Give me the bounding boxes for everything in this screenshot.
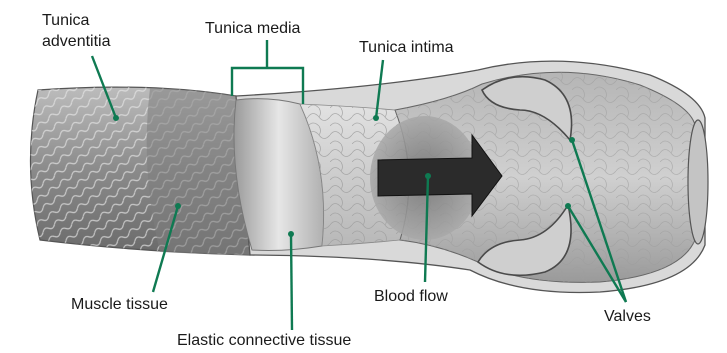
label-elastic-connective-tissue: Elastic connective tissue	[177, 332, 351, 349]
dot-elastic	[288, 231, 294, 237]
dot-valve-upper	[569, 137, 575, 143]
label-tunica-adventitia-line2: adventitia	[42, 33, 111, 50]
label-tunica-media: Tunica media	[205, 20, 301, 37]
label-blood-flow: Blood flow	[374, 288, 448, 305]
label-muscle-tissue: Muscle tissue	[71, 296, 168, 313]
label-valves: Valves	[604, 308, 651, 325]
dot-muscle	[175, 203, 181, 209]
label-tunica-adventitia-line1: Tunica	[42, 12, 90, 29]
dot-valve-lower	[565, 203, 571, 209]
vein-illustration	[30, 61, 708, 292]
dot-intima	[373, 115, 379, 121]
vessel-opening	[688, 120, 708, 244]
leader-elastic	[291, 234, 292, 330]
dot-adventitia	[113, 115, 119, 121]
dot-blood-flow	[425, 173, 431, 179]
label-tunica-intima: Tunica intima	[359, 39, 454, 56]
